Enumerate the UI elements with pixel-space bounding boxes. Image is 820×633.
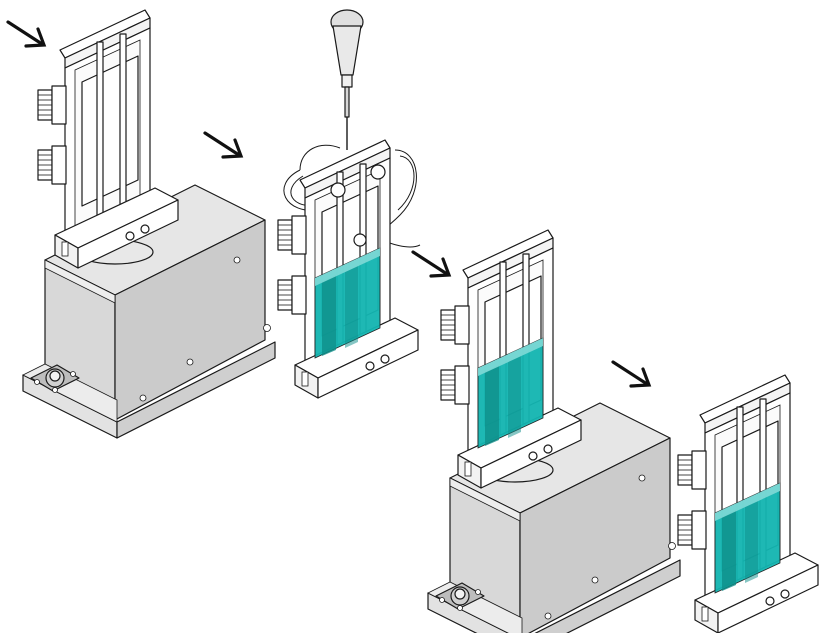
arrow-icon xyxy=(611,360,651,388)
empty-cassette xyxy=(37,9,179,269)
tube-port xyxy=(330,182,346,198)
arrow-icon xyxy=(6,20,46,48)
arrow-icon xyxy=(411,250,451,278)
tube-port xyxy=(370,164,386,180)
tube-port xyxy=(353,233,367,247)
step-3-gel-cassette-on-base xyxy=(411,229,681,633)
arrow-icon xyxy=(203,131,243,159)
step-1-empty-cassette-on-base xyxy=(6,9,276,439)
step-2-gel-casting-with-syringe xyxy=(203,9,421,399)
syringe-icon xyxy=(330,9,364,150)
